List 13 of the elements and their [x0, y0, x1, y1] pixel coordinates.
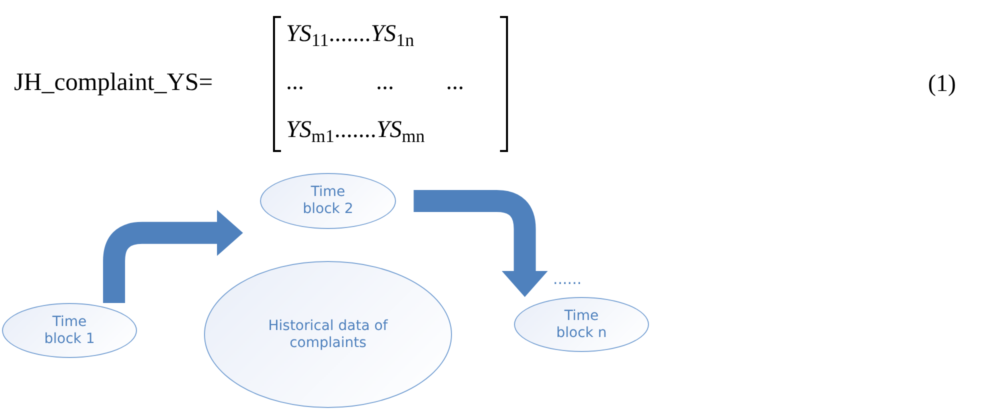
matrix-entry: YS$_{m1}$.......YS$_{mn}$ [286, 118, 425, 142]
matrix-entry: YS$_{11}$.......YS$_{1n}$ [286, 22, 414, 46]
node-text: Historical data of complaints [267, 318, 389, 352]
node-text: Time block 1 [43, 314, 96, 348]
node-text: Time block n [555, 308, 608, 342]
curved-arrow [414, 190, 548, 297]
matrix-entry: ... [376, 70, 394, 94]
matrix-entry: ... [446, 70, 464, 94]
equation-lhs: JH_complaint_YS= [14, 70, 213, 95]
matrix-entry: ... [286, 70, 304, 94]
ellipsis-text: ...... [553, 272, 582, 287]
node-text: Time block 2 [302, 184, 354, 218]
equation-number: (1) [928, 72, 956, 96]
